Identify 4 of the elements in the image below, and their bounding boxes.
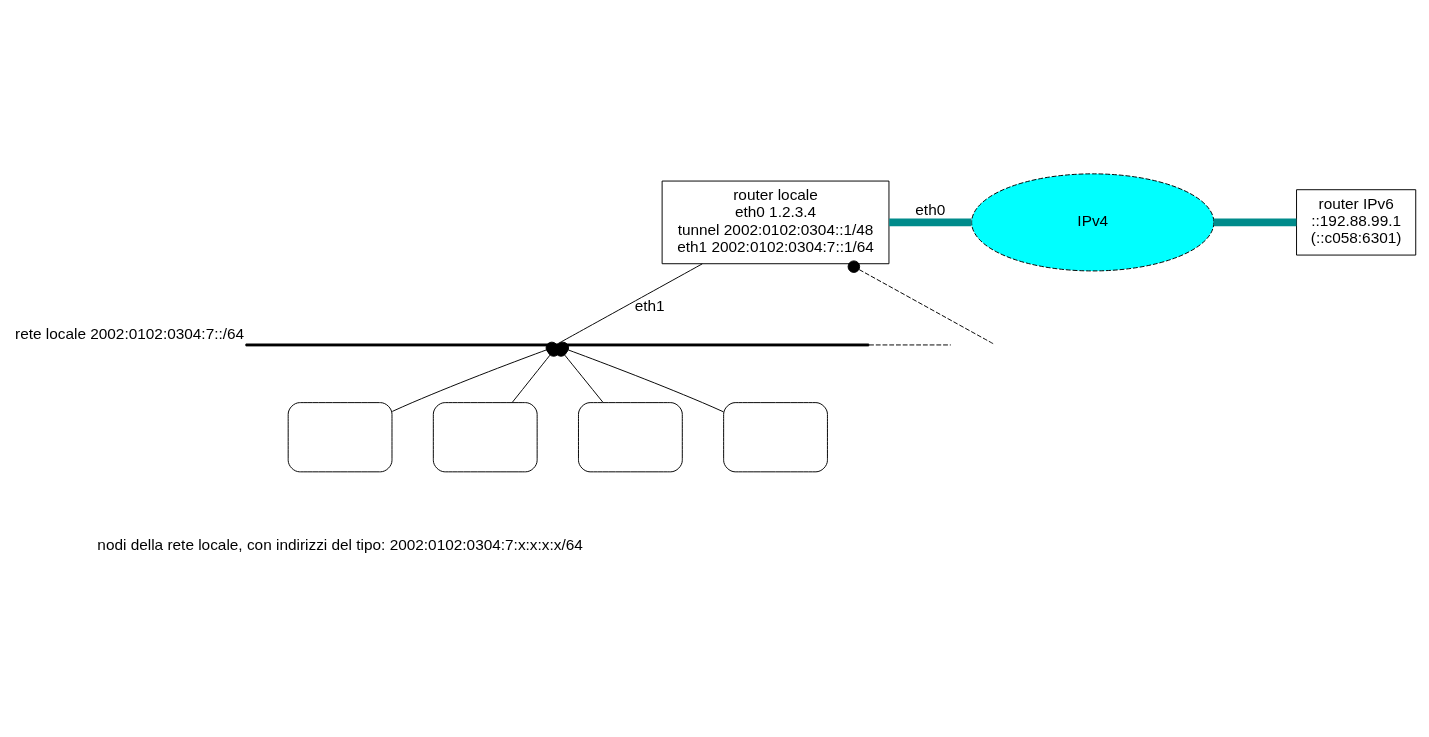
edge-label: eth1 (634, 297, 665, 315)
edge-label: eth0 (915, 200, 946, 218)
node-label: rete locale 2002:0102:0304:7::/64 (15, 324, 245, 342)
label: nodi della rete locale, con indirizzi del tipo: 2002:0102:0304:7:x:x:x:x/64 (97, 535, 583, 553)
